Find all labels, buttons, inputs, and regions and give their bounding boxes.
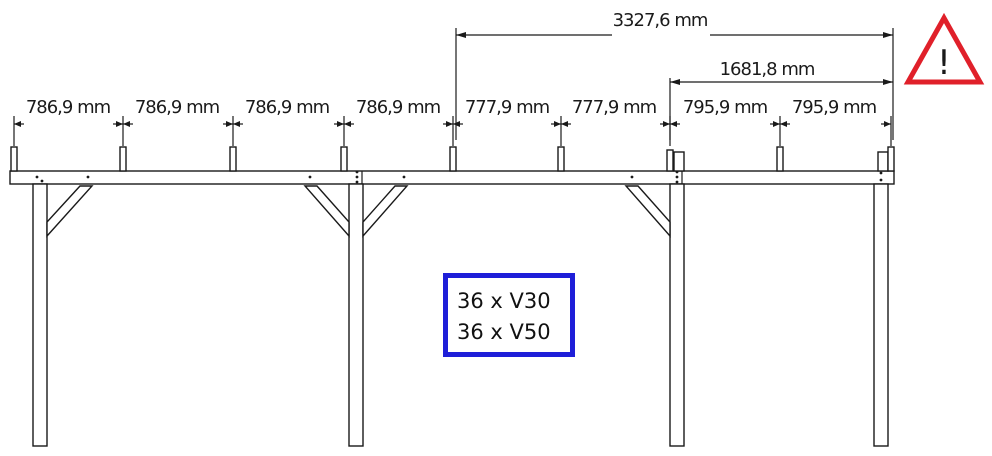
bolt-hole [355,180,359,184]
spacing-arrow [123,121,130,127]
spacing-label-2: 786,9 mm [135,97,219,118]
brace-2 [303,185,350,238]
bolt-hole [675,175,679,179]
spacing-arrow [453,121,460,127]
spacing-arrow [446,121,453,127]
bolt-hole [402,175,406,179]
spacing-arrow [884,121,891,127]
bolt-hole [879,171,883,175]
spacing-label-3: 786,9 mm [245,97,329,118]
spacing-label-1: 786,9 mm [26,97,110,118]
rafter-9-block [877,151,889,172]
spacing-arrow [226,121,233,127]
bolt-hole [35,175,39,179]
quantity-line-v30: 36 x V30 [457,289,551,313]
spacing-arrow [561,121,568,127]
post-3 [669,183,685,447]
sub-dimension-label: 1681,8 mm [720,59,815,80]
overall-dimension-label: 3327,6 mm [613,10,708,31]
post-1 [32,183,48,447]
bolt-hole [630,175,634,179]
rafter-6 [557,146,565,172]
spacing-arrow [116,121,123,127]
quantity-line-v50: 36 x V50 [457,320,551,344]
sub-arrow-right [883,79,893,85]
brace-3 [362,185,409,238]
spacing-label-8: 795,9 mm [792,97,876,118]
pergola-structure [9,146,895,447]
post-2 [348,183,364,447]
spacing-label-7: 795,9 mm [683,97,767,118]
spacing-label-6: 777,9 mm [572,97,656,118]
overall-arrow-right [883,32,893,38]
spacing-arrow [344,121,351,127]
spacing-arrow [233,121,240,127]
spacing-arrow [773,121,780,127]
rafter-9 [887,146,895,172]
spacing-arrow [663,121,670,127]
overall-arrow-left [456,32,466,38]
spacing-dimensions: 786,9 mm 786,9 mm 786,9 mm 786,9 mm 777,… [13,97,892,146]
bolt-hole [879,178,883,182]
rafter-3 [229,146,237,172]
bolt-hole [355,170,359,174]
main-beam [9,170,895,185]
rafter-7-block [673,151,685,172]
rafter-8 [776,146,784,172]
warning-triangle-outline [903,12,985,85]
rafter-2 [119,146,127,172]
bolt-hole [675,180,679,184]
spacing-label-4: 786,9 mm [356,97,440,118]
overall-dimension: 3327,6 mm [455,10,894,140]
spacing-arrow [554,121,561,127]
rafter-1 [10,146,18,172]
bolt-hole [40,179,44,183]
warning-triangle-icon: ! [903,12,985,85]
bolt-hole [675,170,679,174]
rafter-7 [666,149,674,172]
post-4 [873,183,889,447]
warning-exclamation: ! [937,43,951,83]
spacing-arrow [780,121,787,127]
rafter-4 [340,146,348,172]
brace-4 [624,185,671,238]
bolt-hole [355,175,359,179]
bolt-hole [308,175,312,179]
spacing-label-5: 777,9 mm [465,97,549,118]
spacing-arrow [14,121,21,127]
quantity-box: 36 x V30 36 x V50 [443,273,575,357]
spacing-arrow [670,121,677,127]
sub-dimension: 1681,8 mm [669,59,893,140]
sub-arrow-left [670,79,680,85]
rafter-5 [449,146,457,172]
brace-1 [46,185,94,238]
bolt-hole [86,175,90,179]
spacing-arrow [337,121,344,127]
